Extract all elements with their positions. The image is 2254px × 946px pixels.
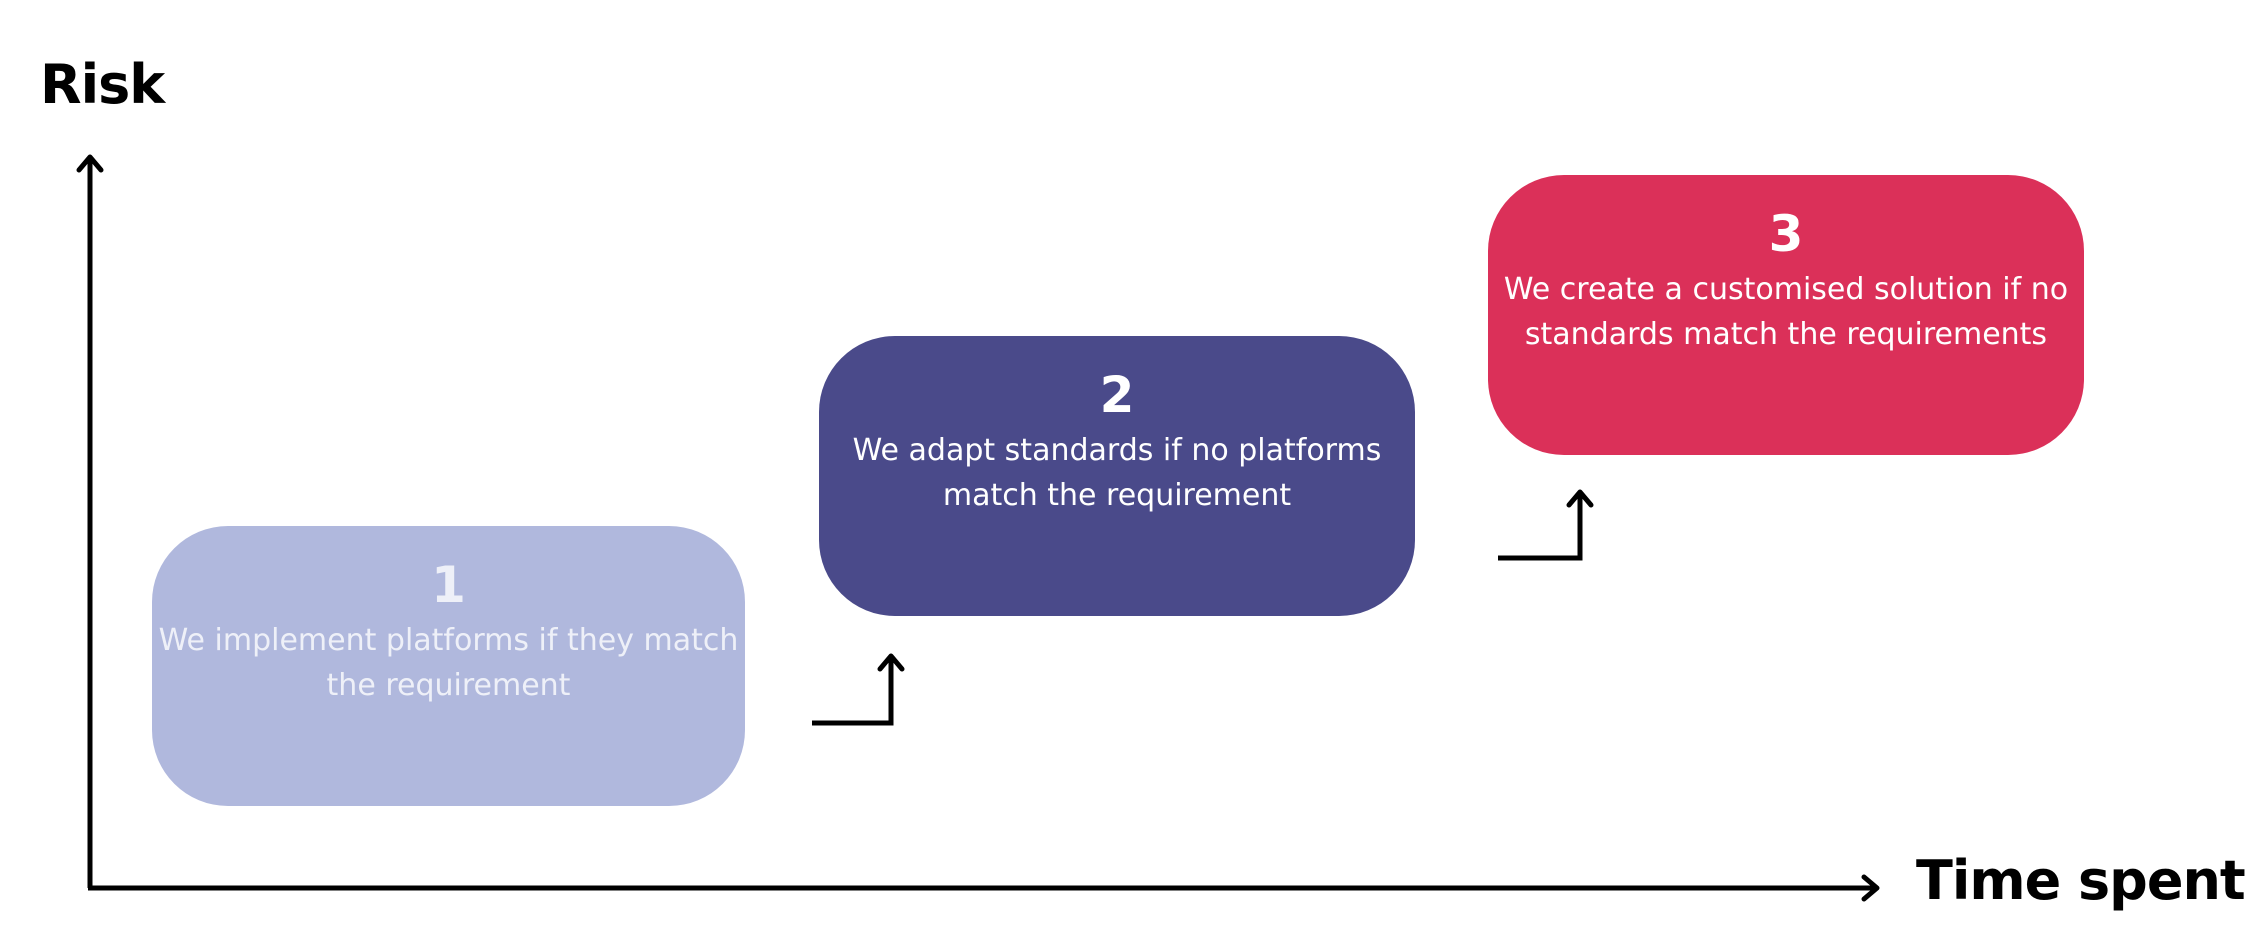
step-arrow-1-to-2 bbox=[812, 653, 905, 726]
step-2-box: 2 We adapt standards if no platforms mat… bbox=[819, 336, 1415, 616]
step-1-number: 1 bbox=[431, 556, 466, 614]
step-1-box: 1 We implement platforms if they match t… bbox=[152, 526, 745, 806]
step-arrow-2-to-3 bbox=[1498, 489, 1594, 561]
step-3-box: 3 We create a customised solution if no … bbox=[1488, 175, 2084, 455]
step-3-number: 3 bbox=[1768, 205, 1804, 263]
step-2-number: 2 bbox=[1099, 366, 1135, 424]
step-2-text: We adapt standards if no platforms match… bbox=[852, 433, 1382, 513]
step-1-text: We implement platforms if they match the… bbox=[158, 623, 739, 703]
y-axis-arrowhead bbox=[76, 154, 104, 173]
y-axis-label: Risk bbox=[40, 53, 165, 116]
x-axis-arrowhead bbox=[1861, 874, 1880, 902]
step-3-text: We create a customised solution if no st… bbox=[1503, 272, 2069, 352]
x-axis-label: Time spent bbox=[1916, 849, 2246, 912]
